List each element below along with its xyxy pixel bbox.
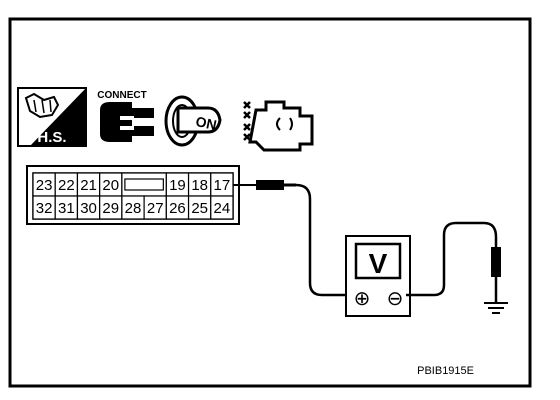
engine-off-icon [243, 100, 314, 152]
connector-pin-number: 24 [214, 200, 231, 217]
ignition-on-label: ON [194, 113, 218, 133]
reference-code: PBIB1915E [417, 365, 474, 377]
connector-pin-number: 20 [102, 177, 119, 194]
connector-pin-number: 25 [191, 200, 208, 217]
ground-probe [491, 247, 501, 302]
connector-pin-number: 32 [36, 200, 53, 217]
ground-icon [484, 302, 508, 314]
positive-terminal: ⊕ [354, 288, 371, 310]
voltmeter: V ⊕ ⊖ [345, 235, 411, 317]
ignition-key-on-icon: ON [164, 95, 222, 147]
harness-service-icon: H.S. [17, 87, 87, 147]
connector-blank-slot [124, 178, 164, 191]
connector-pin-number: 30 [80, 200, 97, 217]
connector-pin-number: 23 [36, 177, 53, 194]
connector-pin-number: 19 [169, 177, 186, 194]
connector-bottom-row: 32 31 30 29 28 27 26 25 24 [32, 195, 234, 220]
harness-connector: 23 22 21 20 19 18 17 32 31 30 29 28 27 26 25 24 [26, 165, 240, 225]
negative-lead-wire [406, 221, 498, 297]
connector-pin-number: 21 [80, 177, 97, 194]
connector-pin-number: 29 [102, 200, 119, 217]
connector-top-row: 23 22 21 20 19 18 17 [32, 172, 234, 197]
connector-icon: CONNECT [97, 90, 154, 142]
connector-pin-number: 31 [58, 200, 75, 217]
connector-pin-number: 22 [58, 177, 75, 194]
positive-probe [233, 180, 296, 190]
voltmeter-label: V [369, 248, 388, 279]
connector-pin-number: 26 [169, 200, 186, 217]
connect-label: CONNECT [97, 90, 146, 101]
connector-pin-number: 17 [214, 177, 231, 194]
diagram-frame [8, 17, 532, 388]
connector-pin-cell [210, 195, 234, 220]
connector-pin-number: 27 [147, 200, 164, 217]
negative-terminal: ⊖ [387, 288, 404, 310]
harness-label: H.S. [37, 129, 66, 146]
connector-pin-number: 28 [125, 200, 142, 217]
connector-pin-number: 18 [191, 177, 208, 194]
positive-lead-wire [295, 183, 350, 297]
